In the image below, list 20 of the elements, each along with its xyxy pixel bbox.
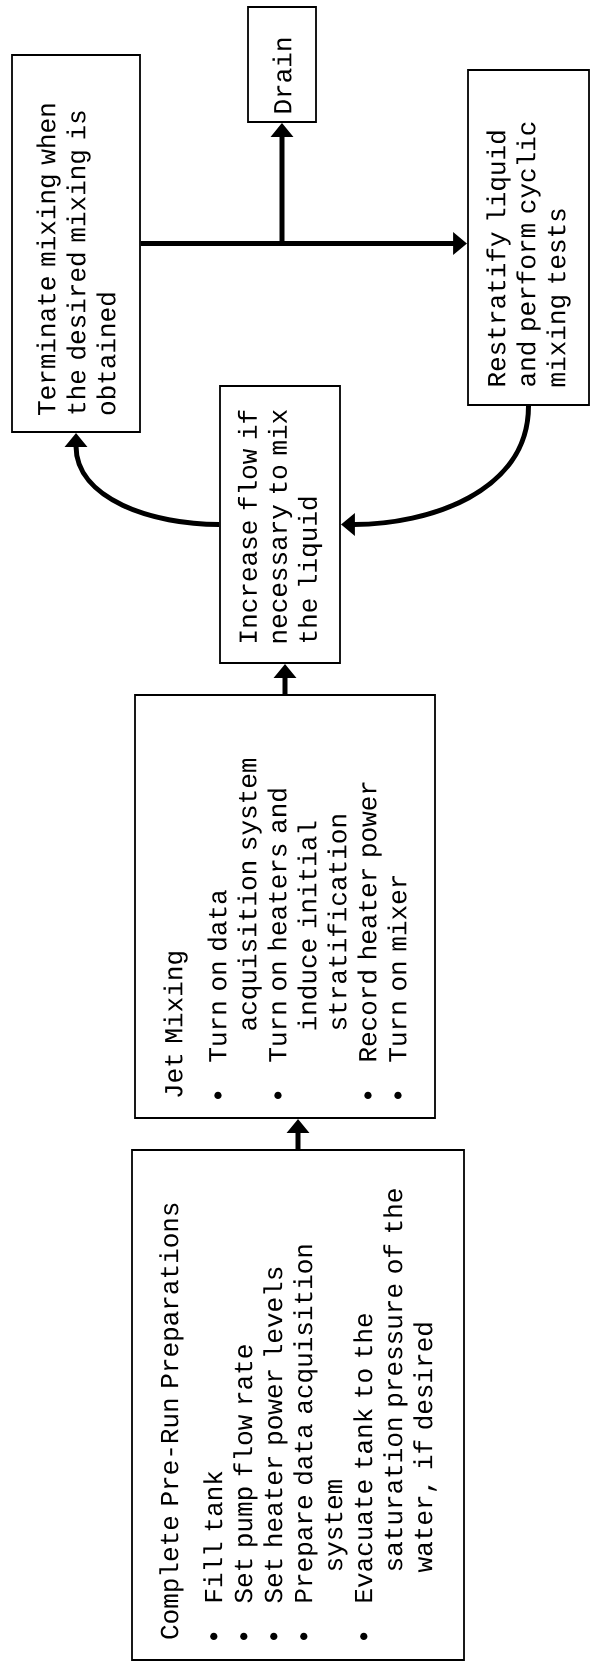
bullet-item: Set pump flow rate <box>233 1345 258 1640</box>
box-heading: Complete Pre-Run Preparations <box>159 1203 184 1639</box>
process-box <box>219 385 341 664</box>
box-heading: Jet Mixing <box>163 952 188 1097</box>
process-box <box>247 6 317 123</box>
step-text: Terminate mixing when the desired mixing is obtained <box>36 104 116 416</box>
bullet-item: Prepare data acquisition system <box>293 1245 348 1640</box>
bullet-item: Record heater power <box>357 782 382 1099</box>
bullet-item: Turn on mixer <box>387 876 407 1099</box>
process-box <box>131 1149 465 1661</box>
process-box <box>467 69 590 406</box>
bullet-item: Fill tank <box>203 1471 223 1640</box>
process-box <box>134 694 436 1119</box>
bullet-item: Turn on heaters and induce initial stratification <box>267 789 347 1099</box>
step-text: Increase flow if necessary to mix the liquid <box>237 410 323 643</box>
bullet-item: Set heater power levels <box>263 1267 288 1640</box>
step-text: Restratify liquid and perform cyclic mixing tests <box>486 122 571 387</box>
step-text: Drain <box>272 38 292 113</box>
process-box <box>11 54 141 433</box>
bullet-item: Turn on data acquisition system <box>207 758 262 1099</box>
